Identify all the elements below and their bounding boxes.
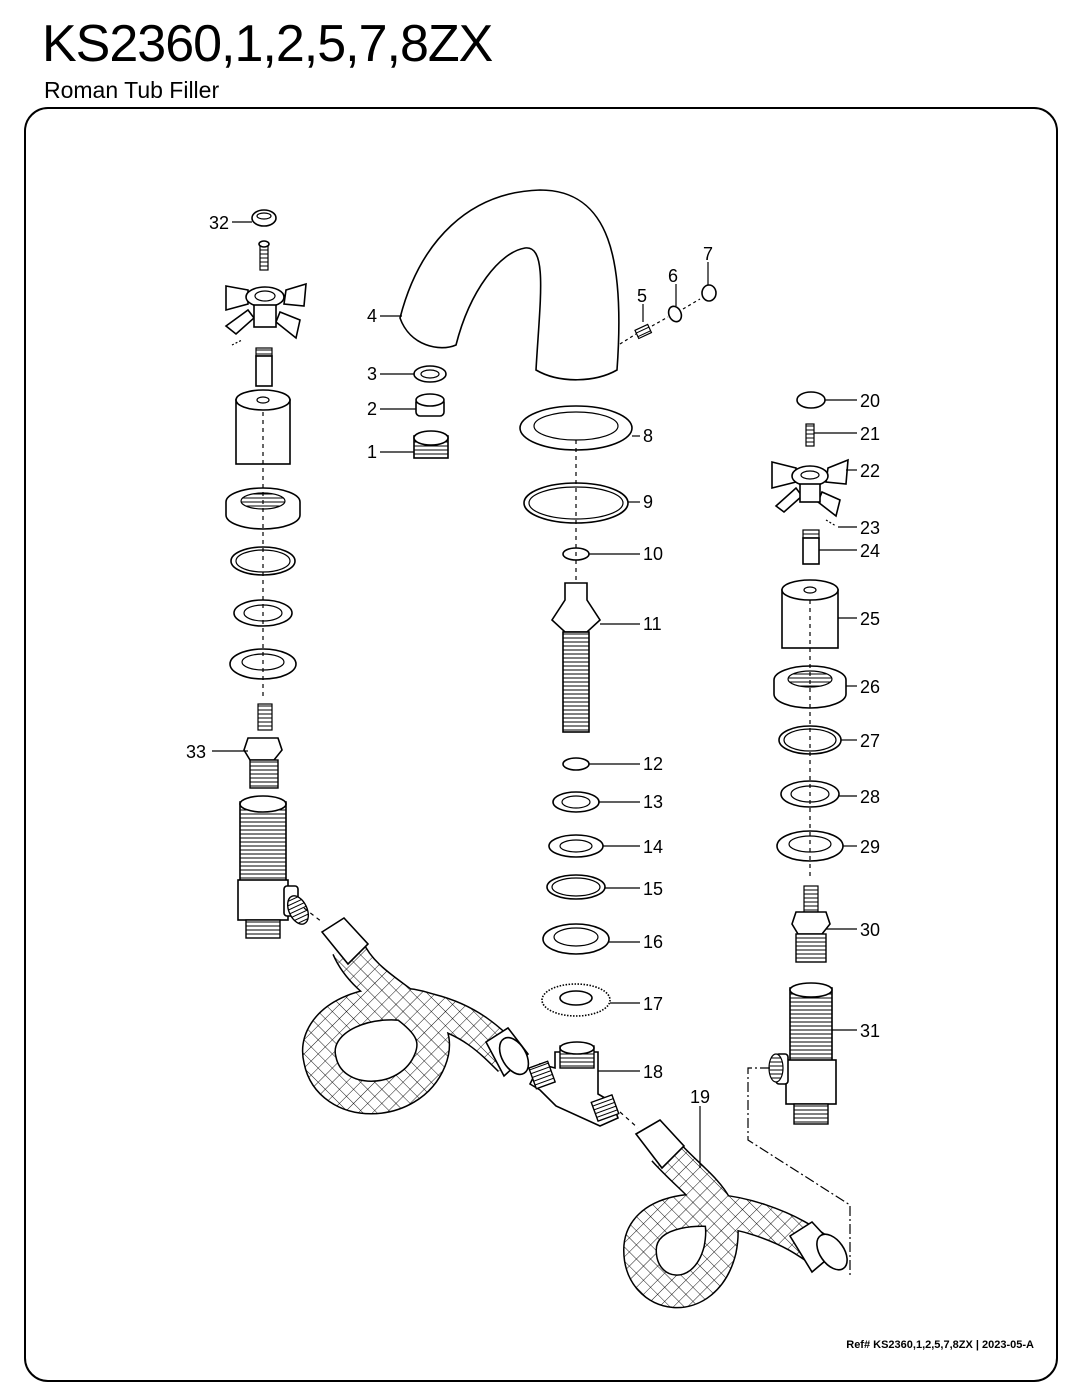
callout-19: 19 [690, 1087, 710, 1107]
callout-29: 29 [860, 837, 880, 857]
callout-25: 25 [860, 609, 880, 629]
callout-11: 11 [643, 614, 662, 634]
part-6-washer [667, 305, 683, 323]
part-31-valve-body [768, 982, 837, 1125]
callout-32: 32 [209, 213, 229, 233]
callout-20: 20 [860, 391, 880, 411]
part-22-cross-handle [771, 458, 849, 518]
part-5-set-screw [634, 323, 653, 340]
part-14-washer [548, 834, 604, 858]
part-30-valve-cartridge [791, 885, 831, 963]
callout-8: 8 [643, 426, 653, 446]
part-20-cap [796, 391, 826, 409]
callout-16: 16 [643, 932, 663, 952]
reference-number: Ref# KS2360,1,2,5,7,8ZX | 2023-05-A [846, 1339, 1034, 1351]
callout-33: 33 [186, 742, 206, 762]
callout-24: 24 [860, 541, 880, 561]
callout-31: 31 [860, 1021, 880, 1041]
spout-assembly [399, 189, 717, 1127]
left-valve-body [237, 795, 310, 939]
callout-4: 4 [367, 306, 377, 326]
callout-18: 18 [643, 1062, 663, 1082]
spout [399, 189, 620, 381]
callout-labels: 1 2 3 4 5 6 7 8 9 10 11 12 13 14 15 16 1… [186, 213, 880, 1107]
callout-17: 17 [643, 994, 663, 1014]
callout-10: 10 [643, 544, 663, 564]
left-adapter [255, 355, 273, 387]
part-11-shank [562, 631, 590, 733]
leader-lines [212, 221, 857, 1168]
callout-28: 28 [860, 787, 880, 807]
right-handle-assembly [747, 391, 851, 1275]
callout-9: 9 [643, 492, 653, 512]
callout-2: 2 [367, 399, 377, 419]
page-subtitle: Roman Tub Filler [44, 77, 220, 103]
part-11-shank-top [550, 582, 602, 633]
part-7-cap [701, 284, 717, 302]
part-18-tee-fitting [527, 1041, 620, 1127]
callout-6: 6 [668, 266, 678, 286]
diagram-frame [24, 107, 1058, 1382]
part-15-ring [546, 874, 606, 900]
callout-1: 1 [367, 442, 377, 462]
callout-26: 26 [860, 677, 880, 697]
callout-3: 3 [367, 364, 377, 384]
callout-12: 12 [643, 754, 663, 774]
part-13-washer [552, 791, 600, 813]
callout-13: 13 [643, 792, 663, 812]
callout-30: 30 [860, 920, 880, 940]
callout-5: 5 [637, 286, 647, 306]
left-hose [302, 907, 530, 1115]
left-screw [259, 243, 269, 271]
part-33-valve-cartridge [243, 703, 283, 789]
callout-21: 21 [860, 424, 880, 444]
part-12-o-ring [562, 757, 590, 771]
callout-14: 14 [643, 837, 663, 857]
part-21-screw [805, 423, 815, 447]
left-cross-handle [224, 282, 307, 340]
page-title: KS2360,1,2,5,7,8ZX [42, 15, 493, 73]
part-24-adapter [802, 537, 820, 565]
callout-23: 23 [860, 518, 880, 538]
callout-15: 15 [643, 879, 663, 899]
part-3-washer [413, 365, 447, 383]
callout-22: 22 [860, 461, 880, 481]
left-handle-assembly [224, 209, 310, 939]
part-19-hose [619, 1111, 848, 1309]
callout-7: 7 [703, 244, 713, 264]
callout-27: 27 [860, 731, 880, 751]
